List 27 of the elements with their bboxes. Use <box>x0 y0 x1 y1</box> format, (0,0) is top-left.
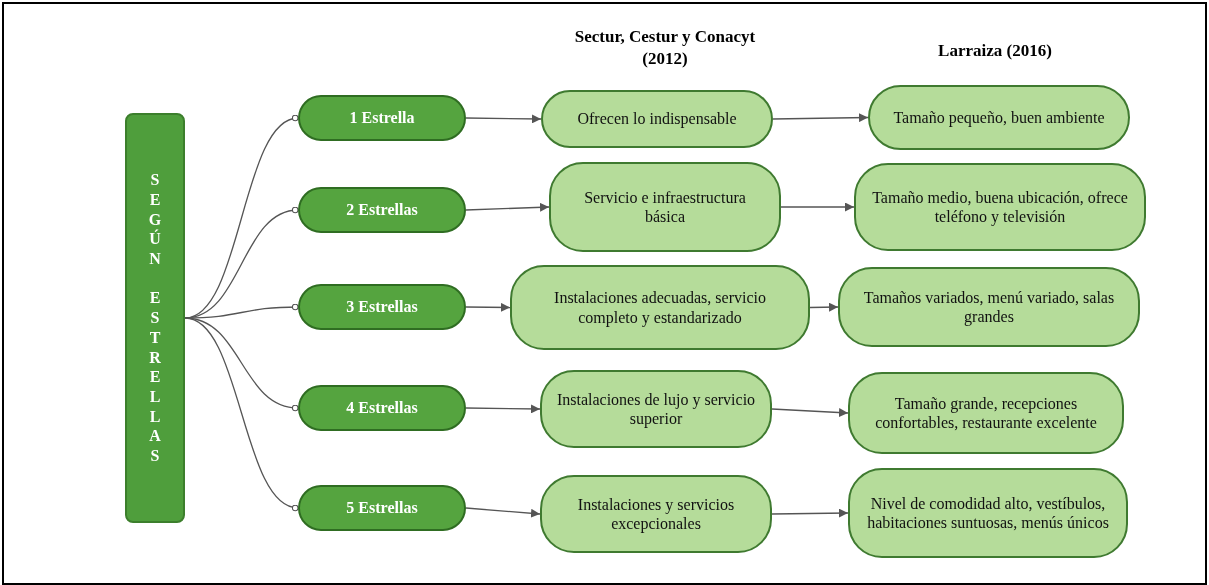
arrow <box>465 404 541 414</box>
category-bar: SEGÚN ESTRELLAS <box>125 113 185 523</box>
description-box: Instalaciones de lujo y servicio superior <box>540 370 772 448</box>
description-box: Nivel de comodidad alto, vestíbulos, habitaciones suntuosas, menús únicos <box>848 468 1128 558</box>
description-box: Instalaciones adecuadas, servicio completo y estandarizado <box>510 265 810 350</box>
description-box: Instalaciones y servicios excepcionales <box>540 475 772 553</box>
arrow <box>772 113 869 123</box>
column-heading: Sectur, Cestur y Conacyt (2012) <box>573 26 757 71</box>
arrow <box>771 408 849 417</box>
star-rating-box: 2 Estrellas <box>298 187 466 233</box>
description-box: Ofrecen lo indispensable <box>541 90 773 148</box>
description-box: Servicio e infraestructura básica <box>549 162 781 252</box>
star-rating-box: 1 Estrella <box>298 95 466 141</box>
star-rating-box: 3 Estrellas <box>298 284 466 330</box>
arrow <box>771 508 849 518</box>
description-box: Tamaño grande, recepciones confortables, restaurante excelente <box>848 372 1124 454</box>
arrow <box>465 202 550 212</box>
star-rating-box: 4 Estrellas <box>298 385 466 431</box>
arrow <box>809 302 839 312</box>
description-box: Tamaños variados, menú variado, salas grandes <box>838 267 1140 347</box>
description-box: Tamaño pequeño, buen ambiente <box>868 85 1130 150</box>
arrow <box>465 114 542 124</box>
arrow <box>465 302 511 312</box>
arrow <box>780 202 855 212</box>
column-heading: Larraiza (2016) <box>937 40 1053 62</box>
star-rating-box: 5 Estrellas <box>298 485 466 531</box>
description-box: Tamaño medio, buena ubicación, ofrece teléfono y televisión <box>854 163 1146 251</box>
